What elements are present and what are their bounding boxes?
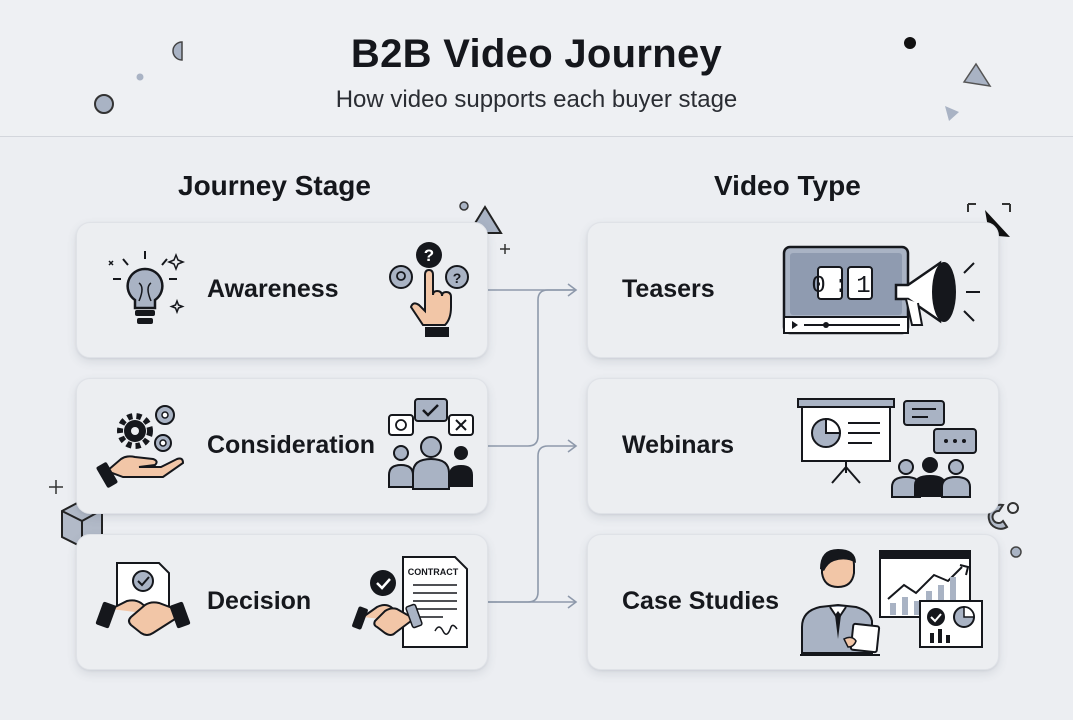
group-discussion-icon <box>388 398 474 490</box>
stage-card-decision: Decision CONTRACT <box>76 534 488 670</box>
presentation-audience-icon <box>797 398 977 498</box>
stage-card-awareness: Awareness ? ? <box>76 222 488 358</box>
video-player-megaphone-icon: 0:1 <box>782 245 980 335</box>
stage-label-awareness: Awareness <box>207 275 339 303</box>
contract-handshake-icon: CONTRACT <box>352 556 468 648</box>
presenter-analytics-icon <box>800 549 983 656</box>
stage-label-decision: Decision <box>207 587 312 615</box>
video-card-webinars: Webinars <box>587 378 999 514</box>
svg-text:?: ? <box>453 270 462 286</box>
page-title: B2B Video Journey <box>350 32 723 76</box>
header-band <box>0 0 1073 137</box>
stage-card-consideration: Consideration <box>76 378 488 514</box>
stage-label-consideration: Consideration <box>207 431 376 459</box>
video-label-webinars: Webinars <box>622 431 735 459</box>
lightbulb-icon <box>108 251 186 324</box>
teaser-timer-text: 0:1 <box>811 273 878 300</box>
journey-stage-heading: Journey Stage <box>178 170 371 201</box>
contract-label: CONTRACT <box>408 567 459 577</box>
video-label-case-studies: Case Studies <box>622 587 780 615</box>
video-label-teasers: Teasers <box>622 275 715 303</box>
video-card-teasers: Teasers 0:1 <box>587 222 999 358</box>
video-card-case-studies: Case Studies <box>587 534 999 670</box>
handshake-document-icon <box>95 562 191 636</box>
page-subtitle: How video supports each buyer stage <box>335 86 738 113</box>
svg-text:?: ? <box>424 246 434 265</box>
question-pointer-icon: ? ? <box>389 242 469 337</box>
video-type-heading: Video Type <box>714 170 861 201</box>
gears-hand-icon <box>96 405 185 488</box>
